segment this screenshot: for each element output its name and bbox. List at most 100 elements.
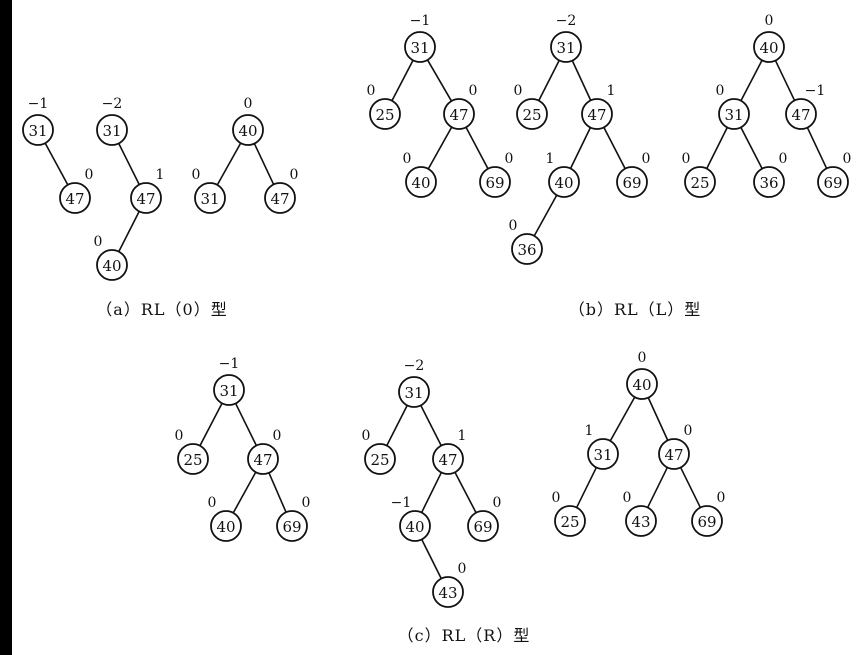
node-circle (177, 443, 209, 475)
balance-factor-a3-47: 0 (290, 167, 299, 183)
balance-factor-b2-31: −2 (556, 13, 577, 29)
node-key: 47 (253, 451, 272, 469)
node-key: 31 (593, 446, 612, 464)
node-key: 40 (238, 122, 257, 140)
tree-edge-b2-n47-n40 (569, 127, 592, 169)
node-circle (548, 166, 580, 198)
tree-edge-b3-n40-n31 (740, 59, 763, 102)
node-key: 25 (370, 451, 389, 469)
tree-edge-b3-n31-n25 (705, 127, 729, 169)
tree-edge-c3-n47-n43 (646, 467, 669, 508)
node-key: 25 (522, 106, 541, 124)
node-key: 40 (102, 257, 121, 275)
balance-factor-b3-69: 0 (843, 151, 852, 167)
balance-factor-c1-25: 0 (175, 428, 184, 444)
node-key: 31 (404, 384, 423, 402)
node-circle (785, 98, 817, 130)
tree-node-c2-47: 471 (432, 428, 466, 475)
node-key: 31 (102, 122, 121, 140)
tree-edge-b1-n31-n47 (426, 59, 453, 102)
tree-node-b3-25: 250 (682, 151, 716, 198)
node-key: 40 (554, 174, 573, 192)
balance-factor-c2-69: 0 (493, 495, 502, 511)
tree-node-a3-40: 40 0 (232, 96, 264, 146)
node-circle (96, 249, 128, 281)
tree-node-c1-40: 400 (208, 495, 242, 542)
node-key: 40 (405, 518, 424, 536)
node-circle (625, 505, 657, 537)
tree-node-c3-43: 430 (623, 490, 657, 537)
node-circle (554, 505, 586, 537)
balance-factor-b2-36: 0 (509, 218, 518, 234)
tree-node-b1-31: 31 −1 (404, 13, 436, 63)
balance-factor-b3-31: 0 (716, 83, 725, 99)
balance-factor-a1-31: −1 (28, 96, 49, 112)
tree-node-a1-47: 470 (59, 167, 94, 214)
balance-factor-b2-25: 0 (514, 83, 523, 99)
node-circle (626, 368, 658, 400)
tree-node-b3-36: 360 (753, 151, 787, 198)
tree-edge-a2-n47-n40 (118, 211, 140, 252)
node-key: 47 (449, 106, 468, 124)
tree-edge-c1-n47-n69 (268, 472, 287, 513)
node-key: 31 (556, 39, 575, 57)
node-key: 47 (791, 106, 810, 124)
node-circle (213, 374, 245, 406)
node-key: 40 (216, 518, 235, 536)
node-circle (753, 31, 785, 63)
tree-edge-c2-n40-n43 (420, 539, 443, 579)
tree-node-b1-25: 250 (367, 83, 401, 130)
node-key: 36 (759, 174, 778, 192)
tree-edge-a3-n40-n47 (253, 143, 275, 185)
tree-edge-b3-n31-n36 (740, 126, 763, 170)
tree-edge-c3-n40-n47 (647, 397, 669, 441)
tree-node-a2-40: 400 (94, 234, 128, 281)
node-circle (210, 510, 242, 542)
node-circle (398, 376, 430, 408)
node-key: 69 (473, 518, 492, 536)
balance-factor-c1-69: 0 (302, 495, 311, 511)
node-circle (405, 166, 437, 198)
tree-node-c2-31: 31−2 (398, 358, 430, 408)
balance-factor-a1-47: 0 (85, 167, 94, 183)
balance-factor-b1-40: 0 (403, 151, 412, 167)
node-circle (516, 98, 548, 130)
tree-node-b3-40: 400 (753, 13, 785, 63)
tree-node-a2-31: 31−2 (96, 96, 128, 146)
tree-edge-a2-n31-n47 (117, 143, 141, 185)
balance-factor-b3-25: 0 (682, 151, 691, 167)
node-key: 69 (823, 174, 842, 192)
balance-factor-a3-31: 0 (192, 167, 201, 183)
node-circle (404, 31, 436, 63)
node-circle (817, 166, 849, 198)
tree-node-b1-47: 470 (443, 83, 477, 130)
node-circle (194, 182, 226, 214)
tree-node-b2-47: 471 (581, 83, 615, 130)
node-key: 31 (28, 122, 47, 140)
tree-node-a2-47: 471 (130, 167, 165, 214)
tree-node-c1-25: 250 (175, 428, 209, 475)
node-circle (658, 438, 690, 470)
tree-node-c3-40: 400 (626, 350, 658, 400)
tree-node-b2-36: 360 (509, 218, 543, 265)
balance-factor-c2-25: 0 (362, 428, 371, 444)
tree-node-b1-40: 400 (403, 151, 437, 198)
node-circle (684, 166, 716, 198)
tree-node-b1-69: 690 (479, 151, 513, 198)
balance-factor-a2-40: 0 (94, 234, 103, 250)
balance-factor-a3-40: 0 (244, 96, 253, 112)
tree-node-a3-31: 310 (192, 167, 226, 214)
node-key: 31 (410, 39, 429, 57)
node-key: 31 (200, 190, 219, 208)
tree-edge-b2-n47-n69 (603, 126, 626, 170)
tree-edge-b2-n31-n25 (538, 60, 560, 101)
balance-factor-c1-47: 0 (273, 428, 282, 444)
balance-factor-a2-47: 1 (156, 167, 165, 183)
balance-factor-b2-40: 1 (546, 151, 555, 167)
balance-factor-b1-31: −1 (410, 13, 431, 29)
caption-a: （a）RL（0）型 (96, 300, 227, 319)
node-key: 47 (136, 190, 155, 208)
tree-node-b2-69: 690 (616, 151, 650, 198)
node-key: 47 (438, 451, 457, 469)
